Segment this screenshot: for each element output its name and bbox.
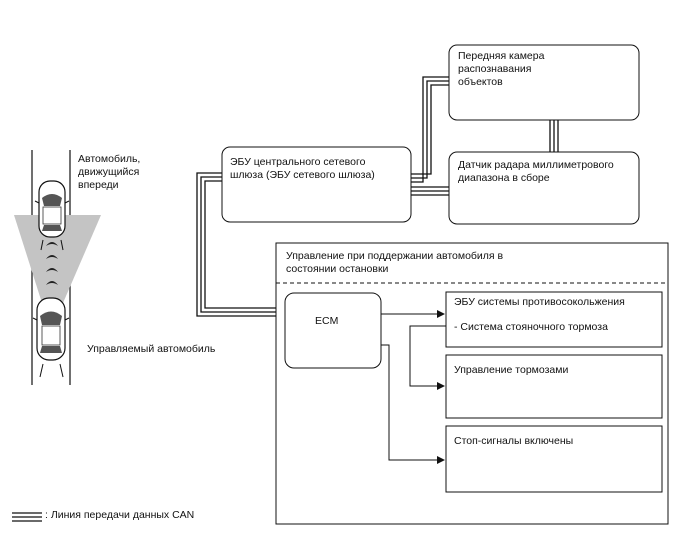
own-vehicle-icon: [32, 297, 70, 361]
stop-lamps-box: [445, 425, 663, 493]
sensor-detection-cone: [14, 215, 101, 303]
vehicle-ahead-label: Автомобиль, движущийся впереди: [78, 153, 141, 191]
radar-sensor-label: Датчик радара миллиметрового диапазона в…: [458, 159, 614, 184]
detection-chevrons: [46, 242, 58, 285]
stop-lamps-label: Стоп-сигналы включены: [454, 435, 574, 447]
arrow-pcs-to-brake: [409, 325, 446, 390]
can-bus-lines: [196, 76, 559, 317]
front-camera-label: Передняя камера распознавания объектов: [458, 50, 545, 88]
arrow-ecm-to-stop-lamps: [381, 344, 445, 464]
parking-brake-label: - Система стояночного тормоза: [454, 321, 608, 333]
wheel-tracks: [39, 239, 64, 378]
pcs-ecu-label: ЭБУ системы противосокольжения: [454, 296, 625, 308]
radar-sensor-box: [448, 151, 640, 225]
brake-control-label: Управление тормозами: [454, 364, 569, 376]
legend-can-symbol: [12, 512, 42, 522]
ecm-label: ECM: [315, 315, 339, 327]
front-camera-box: [448, 44, 640, 121]
gateway-ecu-box: [221, 146, 412, 223]
pcs-ecu-box: [445, 291, 663, 348]
gateway-ecu-label: ЭБУ центрального сетевого шлюза (ЭБУ сет…: [230, 156, 375, 181]
hold-control-title: Управление при поддержании автомобиля в …: [286, 250, 504, 275]
road-illustration: [14, 150, 101, 385]
legend-can-label: : Линия передачи данных CAN: [45, 509, 195, 521]
own-vehicle-label: Управляемый автомобиль: [87, 343, 216, 355]
brake-control-box: [445, 354, 663, 419]
signal-arrows: [381, 310, 446, 464]
vehicle-ahead-icon: [34, 180, 70, 238]
can-line-gateway-camera: [411, 76, 449, 183]
can-line-ecm-gateway: [204, 180, 285, 309]
ecm-box: [284, 292, 382, 369]
